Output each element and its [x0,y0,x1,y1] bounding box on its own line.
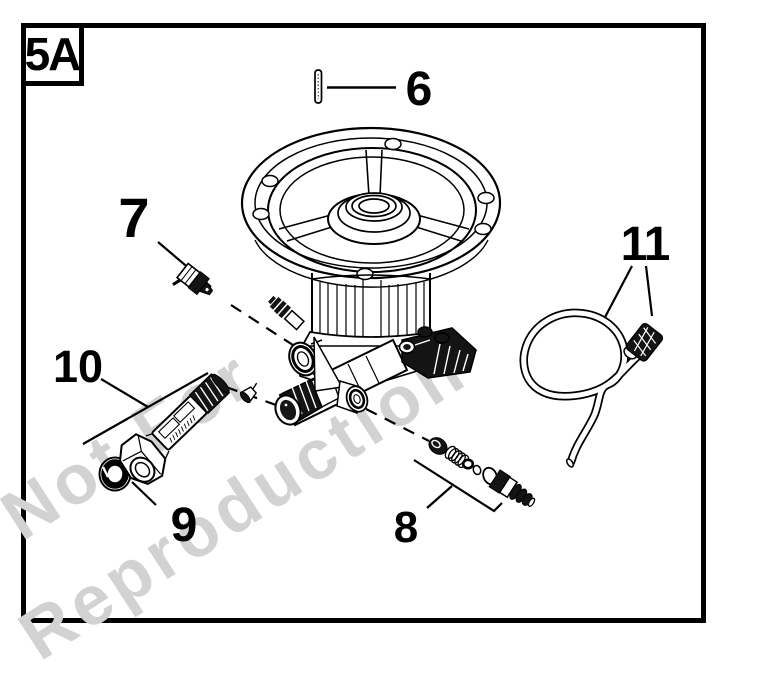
pump-manifold [268,295,477,427]
manifold-front-port [336,380,369,415]
pump-flange [240,126,502,288]
manifold-web-plate [313,336,344,392]
callout-10-bracket [82,372,209,445]
callout-8: 8 [394,503,418,552]
callout-10-leader [100,378,149,408]
part-11-hose: 11 [519,218,671,468]
callout-10: 10 [53,341,103,392]
flange-bolt-holes [252,137,495,281]
panel-label-box: 5A [21,23,84,86]
part-10-adapter: 10 [53,341,231,486]
callout-7: 7 [118,186,149,249]
valve-small-ring [472,464,482,476]
hose-fill [521,310,640,465]
hose-cap [623,322,664,362]
callout-8-leader [426,485,453,509]
pump-assembly-drawing [240,126,502,427]
part-8-valve-kit: 8 [394,437,536,552]
callout-11-leader-right [644,265,654,317]
valve-seat-ring [461,458,475,470]
valve-fitting [488,469,536,507]
manifold-left-port [288,341,318,377]
part-7-fitting: 7 [118,186,214,296]
hose-open-end [565,458,575,468]
flange-hub [327,192,421,245]
callout-8-bracket [413,459,503,513]
valve-spring [444,445,470,469]
flange-spokes [278,149,470,242]
callout-11-leader-left [602,265,633,322]
part-6-pin: 6 [314,63,433,116]
inlet-cone-piece [239,382,258,404]
panel-label: 5A [25,28,81,80]
callout-11: 11 [621,218,670,271]
manifold-outlet-block [398,326,477,379]
callout-9-leader [131,481,157,506]
callout-9: 9 [171,499,198,552]
callout-6: 6 [406,63,433,116]
manifold-barb-fitting [268,295,305,331]
